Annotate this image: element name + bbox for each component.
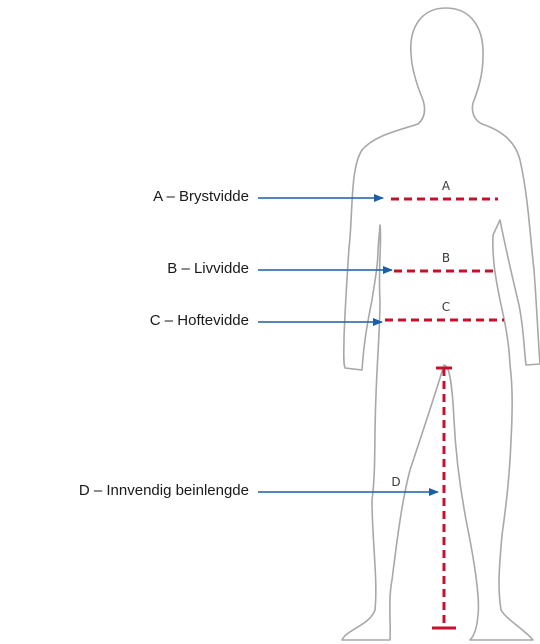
letter-b: B: [442, 251, 450, 265]
letter-c: C: [442, 300, 450, 314]
label-hip: C – Hoftevidde: [150, 312, 249, 329]
body-silhouette: [342, 8, 540, 640]
letter-a: A: [442, 179, 451, 193]
label-inseam: D – Innvendig beinlengde: [79, 482, 249, 499]
letter-d: D: [391, 475, 400, 489]
label-waist: B – Livvidde: [167, 260, 249, 277]
label-chest: A – Brystvidde: [153, 188, 249, 205]
